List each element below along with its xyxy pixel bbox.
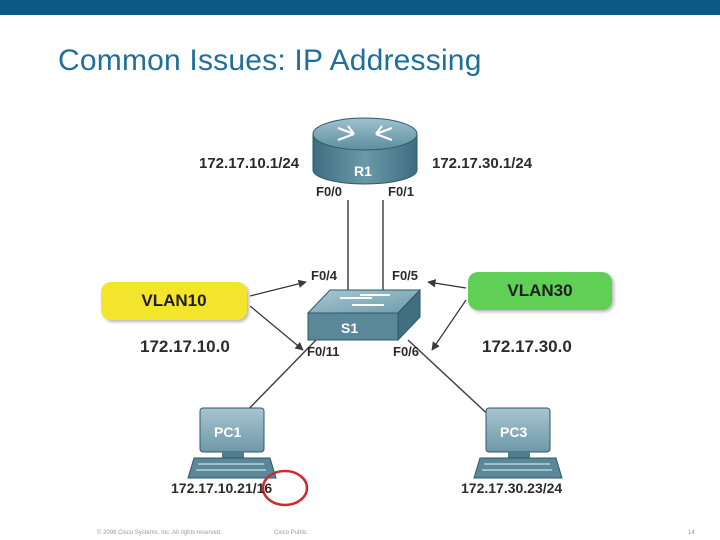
pc1-ip: 172.17.10.21/16 <box>171 480 272 496</box>
router-right-ip: 172.17.30.1/24 <box>432 155 533 172</box>
pc1-label: PC1 <box>214 424 242 440</box>
router-port-f00: F0/0 <box>316 184 343 199</box>
vlan30-box: VLAN30 <box>468 272 612 310</box>
switch-port-f011: F0/11 <box>307 344 340 359</box>
link-s1-to-pc1 <box>237 339 317 421</box>
pc3-label: PC3 <box>500 424 528 440</box>
top-banner <box>0 0 720 15</box>
arrow-vlan30-to-f05 <box>427 279 467 289</box>
pc3-icon <box>473 407 563 479</box>
router-icon <box>312 117 418 185</box>
switch-port-f06: F0/6 <box>393 344 420 359</box>
vlan10-box: VLAN10 <box>101 282 247 320</box>
vlan30-label: VLAN30 <box>507 281 573 300</box>
footer-copyright: © 2006 Cisco Systems, Inc. All rights re… <box>97 530 222 536</box>
page-number: 14 <box>688 530 695 536</box>
router-name: R1 <box>354 163 372 179</box>
pc1-ip-address: 172.17.10.21 <box>171 480 253 496</box>
pc1-ip-mask: /16 <box>252 480 273 496</box>
slide-title: Common Issues: IP Addressing <box>58 44 482 77</box>
pc1-icon <box>187 407 277 479</box>
vlan30-network: 172.17.30.0 <box>482 337 572 356</box>
pc3-ip: 172.17.30.23/24 <box>461 480 563 496</box>
arrow-vlan10-to-f04 <box>249 279 307 297</box>
vlan10-label: VLAN10 <box>141 291 207 310</box>
switch-port-f04: F0/4 <box>311 268 338 283</box>
switch-icon <box>306 288 422 342</box>
router-port-f01: F0/1 <box>388 184 415 199</box>
mask-highlight-circle <box>261 469 309 507</box>
vlan10-network: 172.17.10.0 <box>140 337 230 356</box>
arrow-vlan10-to-f011 <box>249 305 304 351</box>
footer-classification: Cisco Public <box>274 530 308 536</box>
arrow-vlan30-to-f06 <box>431 299 467 351</box>
switch-port-f05: F0/5 <box>392 268 419 283</box>
router-left-ip: 172.17.10.1/24 <box>199 155 300 172</box>
switch-name: S1 <box>341 320 359 336</box>
link-s1-to-pc3 <box>407 339 495 421</box>
